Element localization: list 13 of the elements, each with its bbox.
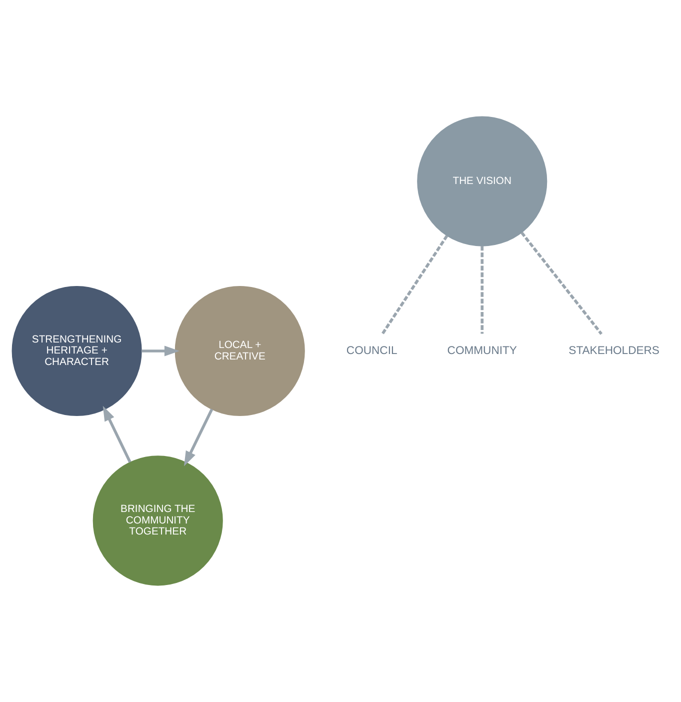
node-circle: LOCAL + CREATIVE xyxy=(174,286,305,416)
node-text: COUNCIL xyxy=(346,344,398,357)
arrow xyxy=(184,408,214,466)
connector xyxy=(381,235,448,335)
arrow xyxy=(102,406,132,463)
node-circle: THE VISION xyxy=(417,116,548,246)
node-text: COMMUNITY xyxy=(447,344,517,357)
arrow xyxy=(141,346,180,356)
node-text: STAKEHOLDERS xyxy=(568,344,660,357)
connector xyxy=(480,246,484,334)
node-circle: BRINGING THE COMMUNITY TOGETHER xyxy=(92,456,223,586)
connector xyxy=(520,232,603,335)
node-circle: STRENGTHENING HERITAGE + CHARACTER xyxy=(12,286,142,416)
